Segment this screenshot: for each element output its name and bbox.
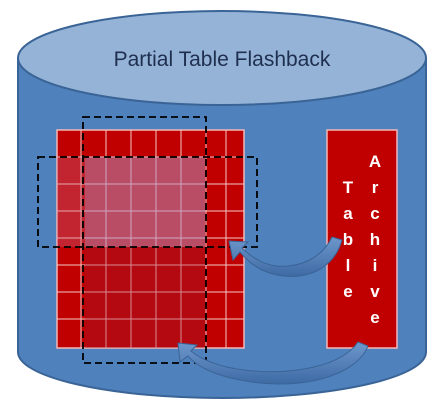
archive-label-letter: e bbox=[370, 308, 379, 327]
table-grid bbox=[56, 129, 245, 349]
table-label-letter: b bbox=[343, 230, 353, 249]
flashback-row-tint bbox=[57, 157, 85, 247]
archive-to-column-arrow bbox=[177, 341, 369, 385]
archive-label-letter: v bbox=[370, 282, 380, 301]
diagram-title: Partial Table Flashback bbox=[114, 48, 331, 71]
archive-label-letter: i bbox=[373, 256, 378, 275]
archive-label-letter: A bbox=[369, 152, 381, 171]
table-label-letter: a bbox=[343, 204, 353, 223]
column-selection-box bbox=[82, 116, 207, 364]
archive-label-letter: h bbox=[370, 230, 380, 249]
flashback-overlap-region bbox=[85, 157, 205, 247]
row-selection-box bbox=[37, 156, 258, 248]
archive-label-letter: r bbox=[372, 178, 379, 197]
flashback-column-tint bbox=[85, 247, 205, 348]
archive-label-letter: c bbox=[370, 204, 379, 223]
table-label-letter: e bbox=[343, 282, 352, 301]
archive-to-row-arrow bbox=[228, 236, 343, 277]
cylinder-top bbox=[17, 10, 427, 106]
table-label-letter: l bbox=[346, 256, 351, 275]
table-label-letter: T bbox=[343, 178, 354, 197]
